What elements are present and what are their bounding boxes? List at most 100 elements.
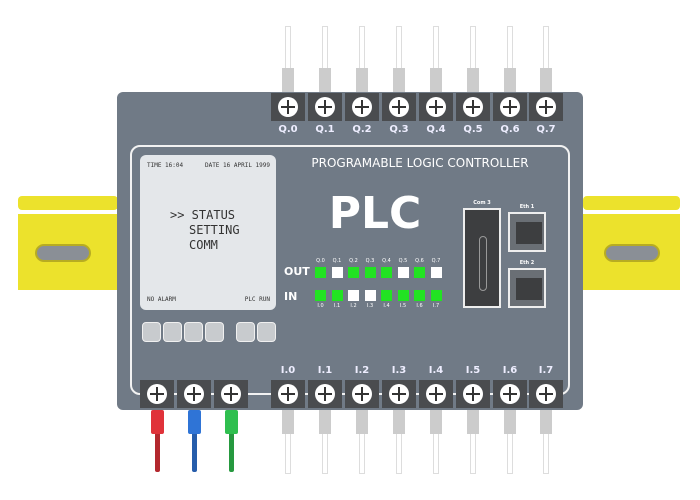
input-wire-sleeve <box>356 410 368 434</box>
lcd-menu-setting: SETTING <box>189 223 240 237</box>
input-wire <box>433 430 439 474</box>
output-terminal[interactable] <box>529 93 563 121</box>
input-led <box>315 290 326 301</box>
output-terminal-label: Q.6 <box>500 124 520 135</box>
output-terminal-label: Q.3 <box>389 124 409 135</box>
screw-icon <box>389 97 409 117</box>
output-terminal-label: Q.0 <box>278 124 298 135</box>
output-wire <box>470 26 476 70</box>
screw-icon <box>147 384 167 404</box>
input-wire-sleeve <box>393 410 405 434</box>
power-terminal[interactable] <box>140 380 174 408</box>
screw-icon <box>389 384 409 404</box>
panel-button[interactable] <box>236 322 255 342</box>
lcd-alarm: NO ALARM <box>147 296 176 303</box>
input-terminal[interactable] <box>529 380 563 408</box>
output-led-label: Q.6 <box>415 258 424 264</box>
output-terminal[interactable] <box>271 93 305 121</box>
output-terminal[interactable] <box>308 93 342 121</box>
output-wire-sleeve <box>467 68 479 92</box>
power-terminal[interactable] <box>214 380 248 408</box>
output-terminal[interactable] <box>493 93 527 121</box>
input-wire <box>285 430 291 474</box>
eth1-port[interactable] <box>508 212 546 252</box>
output-terminal[interactable] <box>419 93 453 121</box>
input-led <box>414 290 425 301</box>
input-led-label: I.0 <box>317 303 324 309</box>
din-rail-right-top <box>583 196 680 210</box>
input-wire-sleeve <box>467 410 479 434</box>
power-wire <box>155 430 160 472</box>
lcd-time: TIME 16:04 <box>147 162 184 169</box>
output-terminal-label: Q.5 <box>463 124 483 135</box>
output-led-label: Q.7 <box>431 258 441 264</box>
panel-button[interactable] <box>257 322 276 342</box>
output-led <box>315 267 326 278</box>
input-wire <box>470 430 476 474</box>
output-led-label: Q.1 <box>332 258 342 264</box>
screw-icon <box>184 384 204 404</box>
eth2-port[interactable] <box>508 268 546 308</box>
output-terminal[interactable] <box>382 93 416 121</box>
panel-button[interactable] <box>142 322 161 342</box>
input-led-label: I.3 <box>366 303 374 309</box>
panel-button[interactable] <box>163 322 182 342</box>
input-terminal[interactable] <box>382 380 416 408</box>
screw-icon <box>278 384 298 404</box>
lcd-date: DATE 16 APRIL 1999 <box>204 162 270 169</box>
output-wire <box>396 26 402 70</box>
input-led-label: I.4 <box>383 303 390 309</box>
screw-icon <box>315 384 335 404</box>
eth2-label: Eth 2 <box>519 260 535 266</box>
output-wire <box>359 26 365 70</box>
output-terminal-label: Q.7 <box>536 124 556 135</box>
screw-icon <box>500 384 520 404</box>
power-terminal[interactable] <box>177 380 211 408</box>
input-wire <box>359 430 365 474</box>
com-port[interactable] <box>463 208 501 308</box>
input-terminal-label: I.4 <box>428 365 444 376</box>
input-terminal-label: I.6 <box>502 365 518 376</box>
input-terminal[interactable] <box>345 380 379 408</box>
screw-icon <box>221 384 241 404</box>
screw-icon <box>536 97 556 117</box>
output-wire <box>285 26 291 70</box>
lcd-menu-status: >> STATUS <box>170 208 236 222</box>
eth1-label: Eth 1 <box>519 204 535 210</box>
input-terminal[interactable] <box>419 380 453 408</box>
input-terminal[interactable] <box>493 380 527 408</box>
output-wire <box>507 26 513 70</box>
input-led <box>430 290 442 301</box>
output-led <box>348 267 359 278</box>
panel-button[interactable] <box>205 322 224 342</box>
output-led <box>430 267 442 278</box>
output-led-label: Q.3 <box>365 258 375 264</box>
output-led-label: Q.4 <box>382 258 391 264</box>
input-led-label: I.6 <box>416 303 423 309</box>
panel-button[interactable] <box>184 322 203 342</box>
output-terminal[interactable] <box>456 93 490 121</box>
output-wire-sleeve <box>504 68 516 92</box>
output-led <box>331 267 343 278</box>
output-terminal[interactable] <box>345 93 379 121</box>
input-terminal[interactable] <box>271 380 305 408</box>
input-terminal-label: I.1 <box>317 365 333 376</box>
input-terminal-label: I.2 <box>354 365 370 376</box>
input-wire <box>543 430 549 474</box>
din-rail-left-top <box>18 196 118 210</box>
screw-icon <box>352 384 372 404</box>
input-led <box>331 290 343 301</box>
output-wire-sleeve <box>393 68 405 92</box>
input-terminal[interactable] <box>308 380 342 408</box>
screw-icon <box>426 97 446 117</box>
output-terminal-label: Q.1 <box>315 124 335 135</box>
output-led <box>414 267 425 278</box>
output-led <box>397 267 409 278</box>
input-led-label: I.2 <box>350 303 357 309</box>
input-wire <box>507 430 513 474</box>
input-terminal[interactable] <box>456 380 490 408</box>
input-led <box>397 290 409 301</box>
screw-icon <box>352 97 372 117</box>
output-led <box>364 267 376 278</box>
power-wire <box>229 430 234 472</box>
